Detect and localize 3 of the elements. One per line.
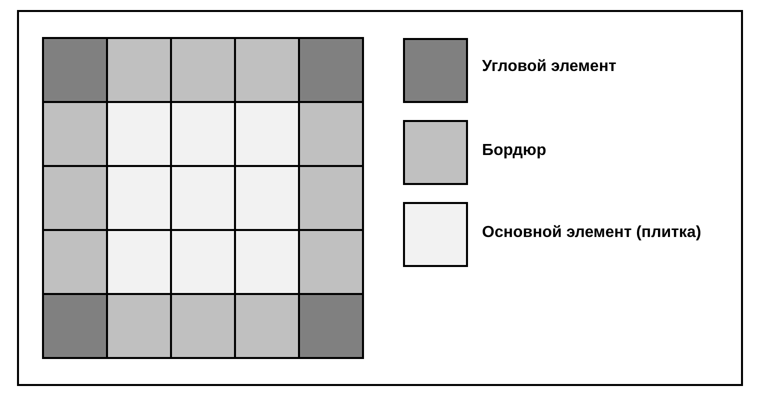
legend-label: Угловой элемент xyxy=(482,58,616,76)
legend-label: Основной элемент (плитка) xyxy=(482,224,702,242)
legend-label: Бордюр xyxy=(482,142,546,160)
